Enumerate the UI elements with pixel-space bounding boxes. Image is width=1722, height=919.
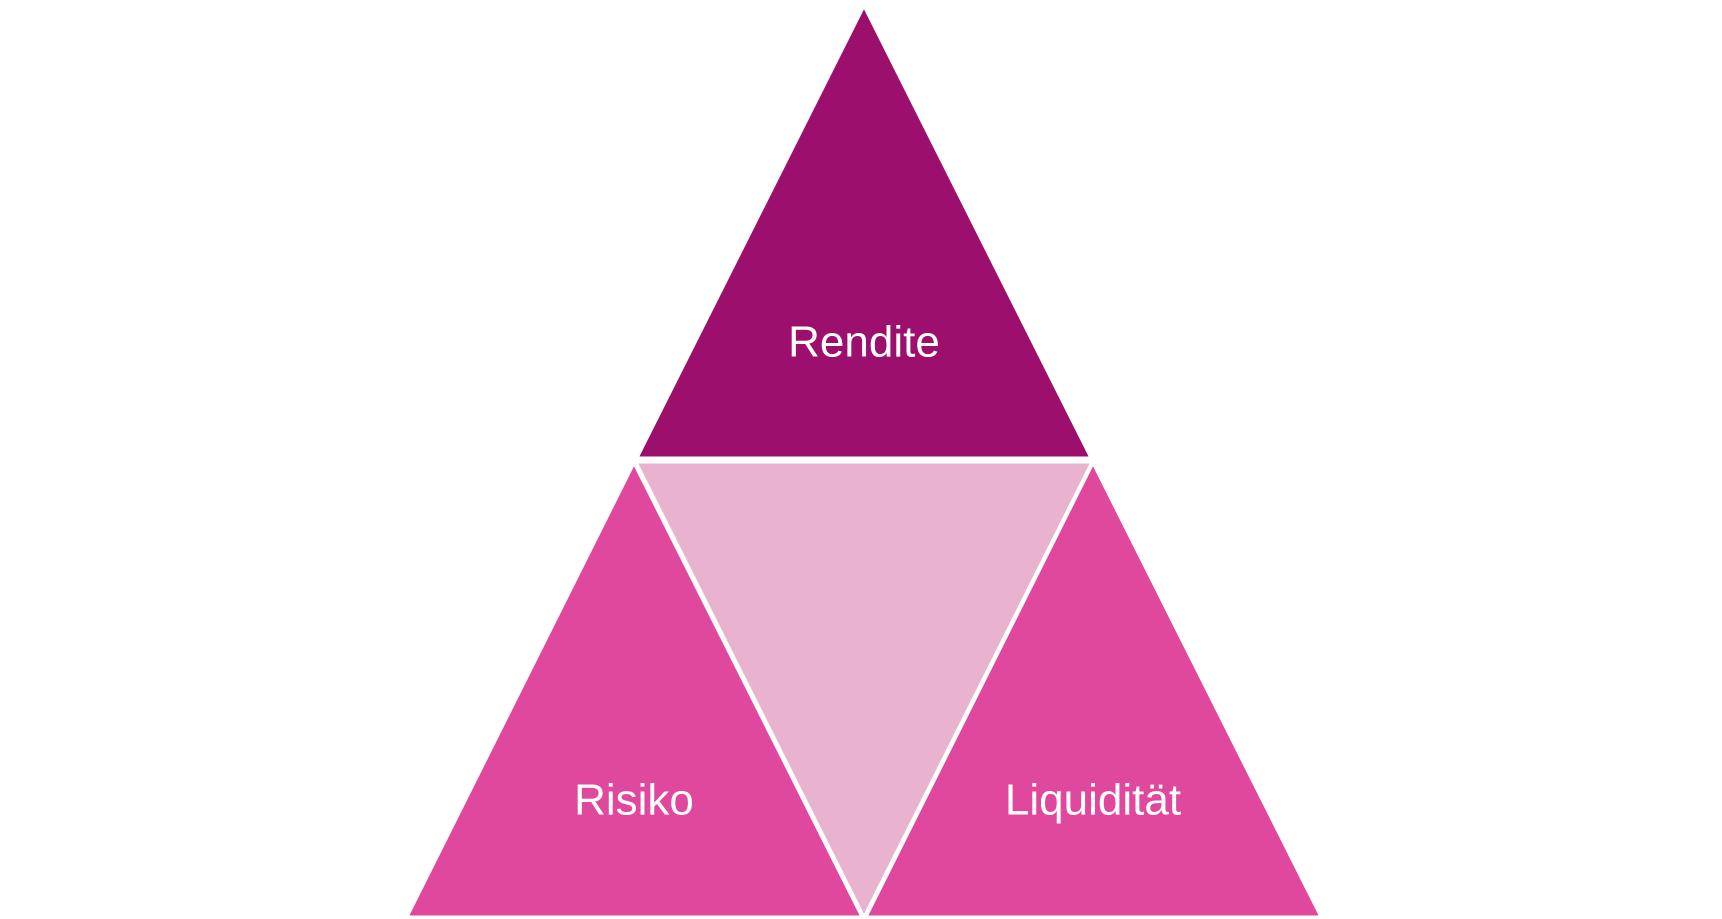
top-triangle [634, 2, 1094, 460]
right-triangle [863, 459, 1324, 919]
label-liquiditaet: Liquidität [1005, 776, 1181, 825]
label-risiko: Risiko [574, 776, 694, 825]
label-rendite: Rendite [788, 318, 940, 367]
left-triangle [404, 459, 865, 919]
center-triangle [633, 460, 1095, 919]
pyramid [404, 2, 1324, 919]
